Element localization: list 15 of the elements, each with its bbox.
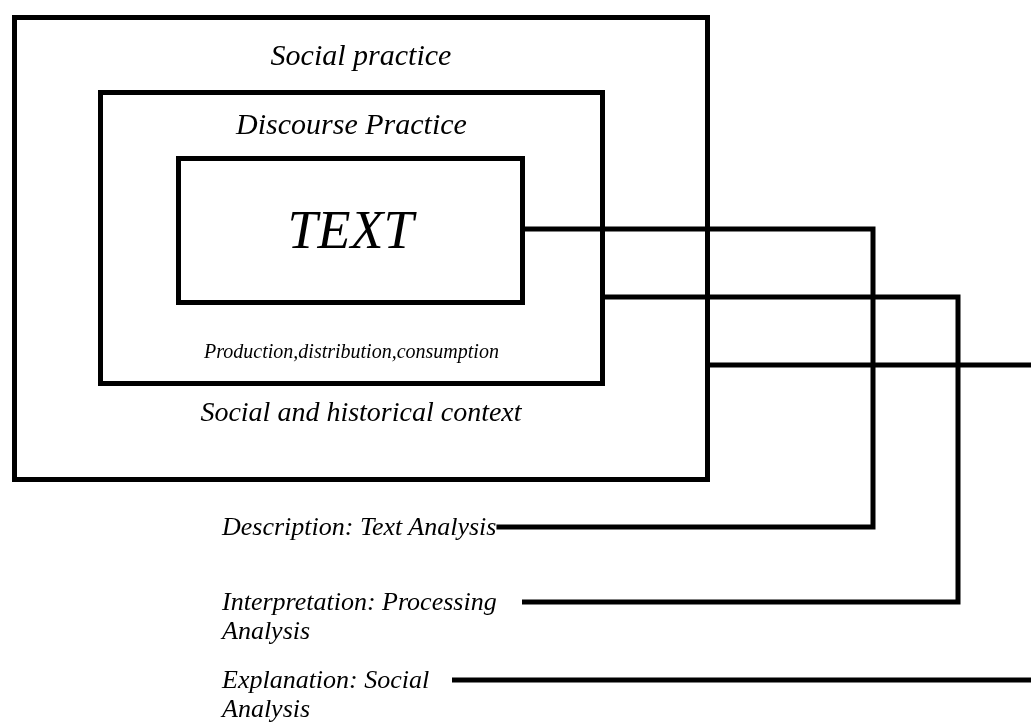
connector-line [452,677,1031,683]
analysis-label: Explanation: Social Analysis [222,665,452,723]
analysis-label: Interpretation: Processing Analysis [222,587,522,645]
discourse-practice-box [98,90,605,386]
connector-line [522,294,961,605]
box-footer: Production,distribution,consumption [103,340,600,363]
box-heading: Social practice [269,38,453,72]
analysis-label: Description: Text Analysis [222,512,497,541]
social-practice-box [12,15,710,482]
connector-line [496,226,876,530]
box-heading: Discourse Practice [234,107,468,141]
box-heading: TEXT [181,199,520,261]
text-box [176,156,525,305]
connector-line [710,362,1031,368]
box-footer: Social and historical context [17,396,705,428]
